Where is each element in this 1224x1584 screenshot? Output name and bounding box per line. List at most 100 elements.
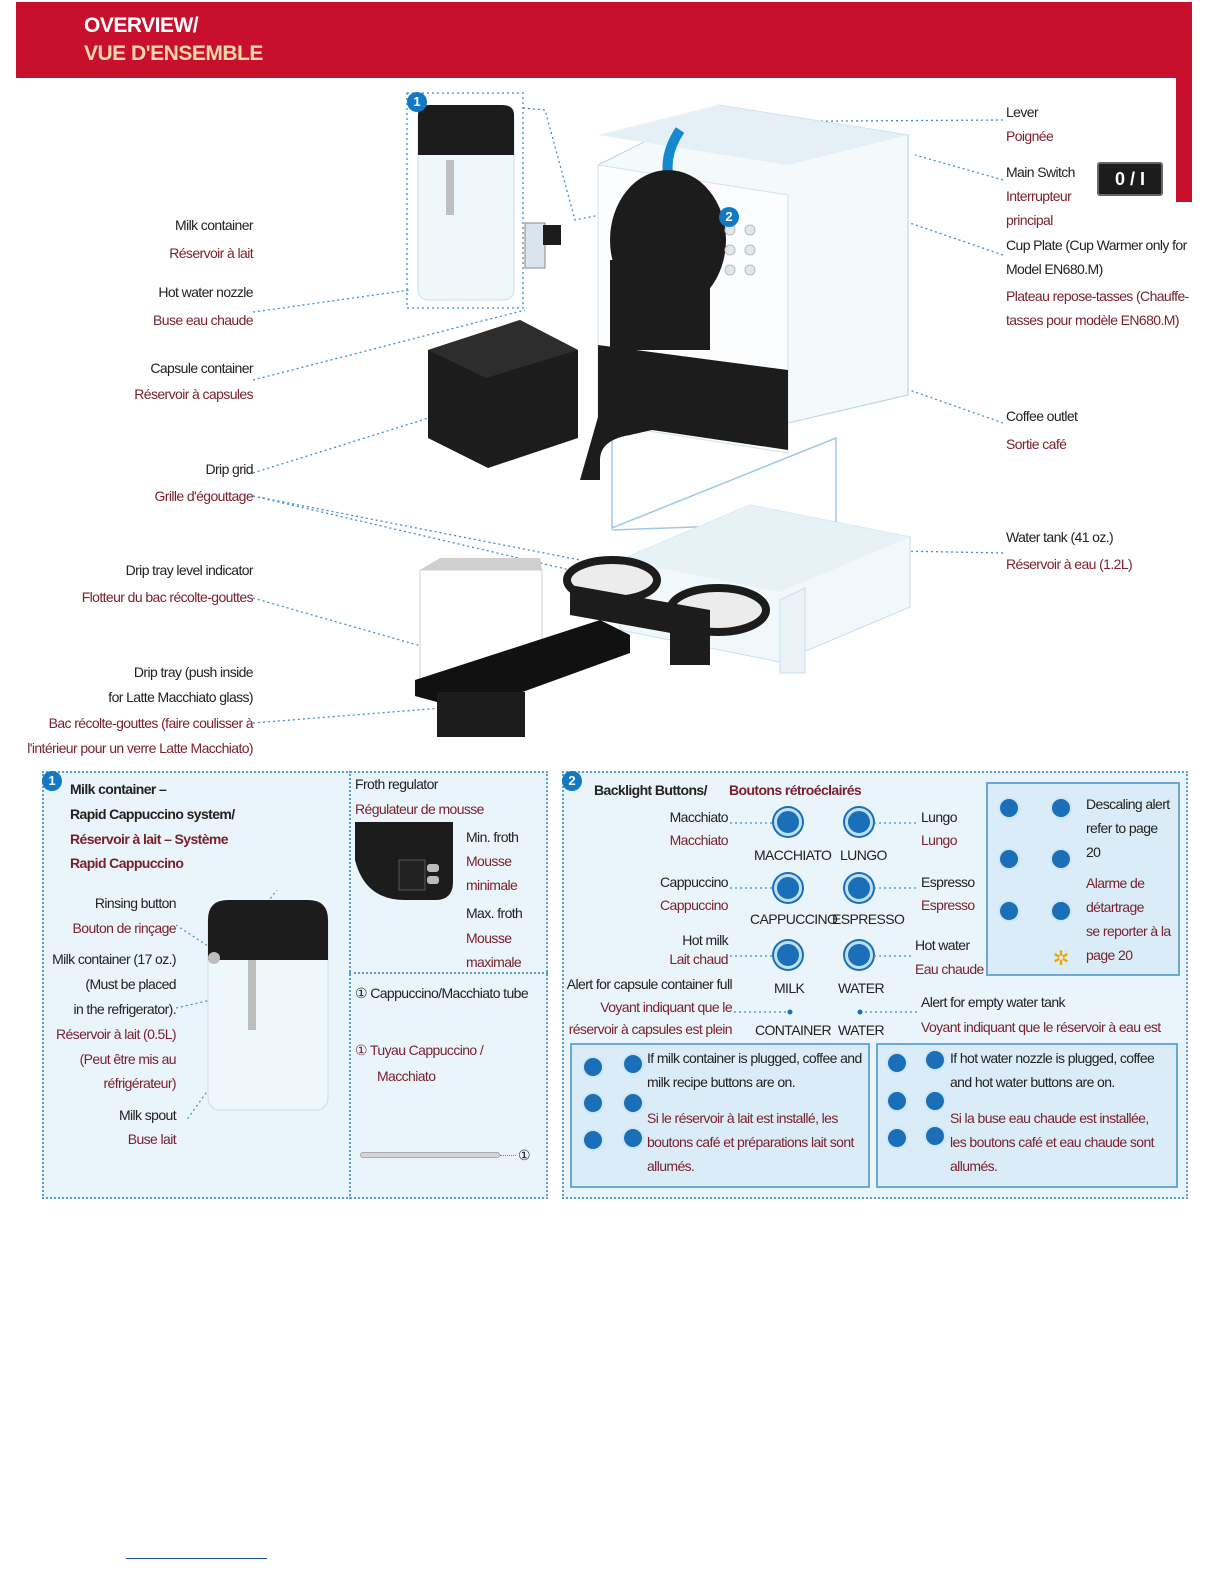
macchiato-caption: MACCHIATO (754, 847, 832, 863)
callout-1-marker: 1 (407, 92, 427, 112)
side-stripe (1176, 78, 1192, 202)
panel1-title-en-2: Rapid Cappuccino system/ (70, 806, 235, 822)
descale-fr-3: se reporter à la (1086, 923, 1171, 939)
panel1-title-en-1: Milk container – (70, 781, 167, 797)
lungo-en: Lungo (921, 809, 958, 825)
descale-fr-2: détartrage (1086, 899, 1144, 915)
panel1-title-fr-1: Réservoir à lait – Système (70, 831, 229, 847)
label-drip-level-fr: Flotteur du bac récolte-gouttes (81, 589, 254, 605)
panel1-min-fr-2: minimale (466, 877, 518, 893)
label-drip-tray-en-2: for Latte Macchiato glass) (108, 689, 253, 705)
water-box-icon-2 (924, 1049, 946, 1071)
milk-button-icon (774, 941, 802, 969)
container-caption: CONTAINER (755, 1022, 832, 1038)
milk-container-drawing (176, 890, 329, 1120)
panel1-mc-fr-1: Réservoir à lait (0.5L) (55, 1026, 177, 1042)
descale-icon-3 (998, 848, 1020, 870)
machine-illustration (252, 92, 1004, 737)
label-lever-fr: Poignée (1006, 128, 1054, 144)
panel1-min-fr-1: Mousse (466, 853, 512, 869)
panel1-mc-fr-3: réfrigérateur) (103, 1075, 176, 1091)
panel1-min-en: Min. froth (466, 829, 519, 845)
panel1-tube-fr-2: Macchiato (377, 1068, 436, 1084)
milk-plugged-fr-2: boutons café et préparations lait sont (647, 1134, 854, 1150)
label-drip-grid-en: Drip grid (205, 461, 253, 477)
label-main-switch-fr-2: principal (1006, 212, 1053, 228)
descale-en-1: Descaling alert (1086, 796, 1170, 812)
water-box-icon-5 (886, 1127, 908, 1149)
lungo-button-icon (845, 808, 873, 836)
panel1-max-fr-1: Mousse (466, 930, 512, 946)
descale-en-3: 20 (1086, 844, 1101, 860)
header-banner: OVERVIEW/ VUE D'ENSEMBLE (16, 2, 1192, 78)
descale-icon-4 (1050, 848, 1072, 870)
milk-box-icon-5 (582, 1129, 604, 1151)
descale-icon-6 (1050, 900, 1072, 922)
label-drip-tray-fr-2: l'intérieur pour un verre Latte Macchiat… (27, 740, 253, 756)
main-switch-icon: 0 / I (1097, 162, 1163, 196)
cappuccino-en: Cappuccino (660, 874, 729, 890)
lungo-caption: LUNGO (840, 847, 887, 863)
milk-box-icon-1 (582, 1056, 604, 1078)
descaling-box (986, 782, 1180, 976)
milk-plugged-fr-1: Si le réservoir à lait est installé, les (647, 1110, 838, 1126)
panel1-tube-fr-1: ① Tuyau Cappuccino / (355, 1042, 484, 1058)
label-hot-water-nozzle-en: Hot water nozzle (158, 284, 253, 300)
milk-box-icon-2 (622, 1053, 644, 1075)
panel1-max-en: Max. froth (466, 905, 523, 921)
milk-caption: MILK (774, 980, 805, 996)
label-capsule-container-fr: Réservoir à capsules (134, 386, 253, 402)
button-connectors (730, 822, 918, 1015)
macchiato-button-icon (774, 808, 802, 836)
milk-plugged-en-1: If milk container is plugged, coffee and (647, 1050, 862, 1066)
hotwater-fr: Eau chaude (915, 961, 984, 977)
water-button-icon (845, 941, 873, 969)
alert-water-en: Alert for empty water tank (921, 994, 1066, 1010)
label-drip-grid-fr: Grille d'égouttage (154, 488, 254, 504)
panel1-mc-en-1: Milk container (17 oz.) (52, 951, 177, 967)
panel1-mc-fr-2: (Peut être mis au (79, 1051, 177, 1067)
espresso-en: Espresso (921, 874, 975, 890)
tube-leader (500, 1155, 516, 1156)
lungo-fr: Lungo (921, 832, 958, 848)
header-title-fr: VUE D'ENSEMBLE (84, 42, 263, 65)
espresso-button-icon (845, 874, 873, 902)
water-plugged-fr-2: les boutons café et eau chaude sont (950, 1134, 1155, 1150)
label-capsule-container-en: Capsule container (150, 360, 253, 376)
descale-icon-2 (1050, 797, 1072, 819)
hotmilk-fr: Lait chaud (669, 951, 728, 967)
cappuccino-caption: CAPPUCCINO (750, 911, 838, 927)
cappuccino-tube-drawing (360, 1152, 500, 1158)
milk-box-icon-4 (622, 1092, 644, 1114)
panel2-title-en: Backlight Buttons/ (594, 782, 707, 798)
water-box-icon-1 (886, 1052, 908, 1074)
macchiato-fr: Macchiato (669, 832, 729, 848)
alert-capsule-en: Alert for capsule container full (566, 976, 733, 992)
panel1-divider-vertical (349, 771, 351, 1199)
footer-rule (126, 1558, 267, 1559)
panel1-rinsing-fr: Bouton de rinçage (72, 920, 177, 936)
panel1-max-fr-2: maximale (466, 954, 522, 970)
panel2-title-fr: Boutons rétroéclairés (729, 782, 862, 798)
descale-en-2: refer to page (1086, 820, 1158, 836)
milk-plugged-en-2: milk recipe buttons are on. (647, 1074, 796, 1090)
label-main-switch-fr-1: Interrupteur (1006, 188, 1072, 204)
milk-box-icon-3 (582, 1092, 604, 1114)
froth-regulator-drawing (355, 822, 453, 900)
panel2-number: 2 (562, 771, 582, 791)
panel1-mc-en-3: in the refrigerator). (73, 1001, 176, 1017)
espresso-caption: ESPRESSO (832, 911, 905, 927)
label-cup-plate-en-2: Model EN680.M) (1006, 261, 1103, 277)
panel1-froth-fr: Régulateur de mousse (355, 801, 484, 817)
water-caption: WATER (838, 980, 885, 996)
header-title-en: OVERVIEW/ (84, 14, 199, 37)
panel1-divider-horizontal (349, 972, 548, 974)
milk-plugged-box (570, 1043, 870, 1188)
label-hot-water-nozzle-fr: Buse eau chaude (153, 312, 254, 328)
water-plugged-en-1: If hot water nozzle is plugged, coffee (950, 1050, 1155, 1066)
espresso-fr: Espresso (921, 897, 975, 913)
cappuccino-button-icon (774, 874, 802, 902)
milk-box-icon-6 (622, 1127, 644, 1149)
label-milk-container-en: Milk container (175, 217, 254, 233)
panel1-tube-en: ① Cappuccino/Macchiato tube (355, 985, 529, 1001)
